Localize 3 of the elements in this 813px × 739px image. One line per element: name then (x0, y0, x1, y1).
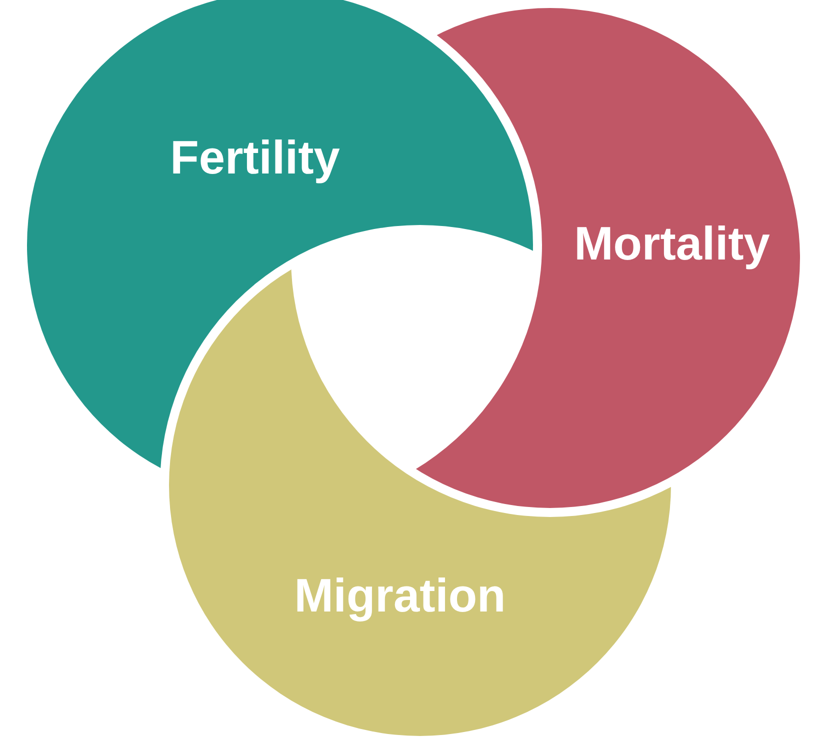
segment-label: Migration (294, 568, 506, 622)
segment-label: Mortality (574, 216, 770, 270)
segment-label: Fertility (170, 130, 340, 184)
